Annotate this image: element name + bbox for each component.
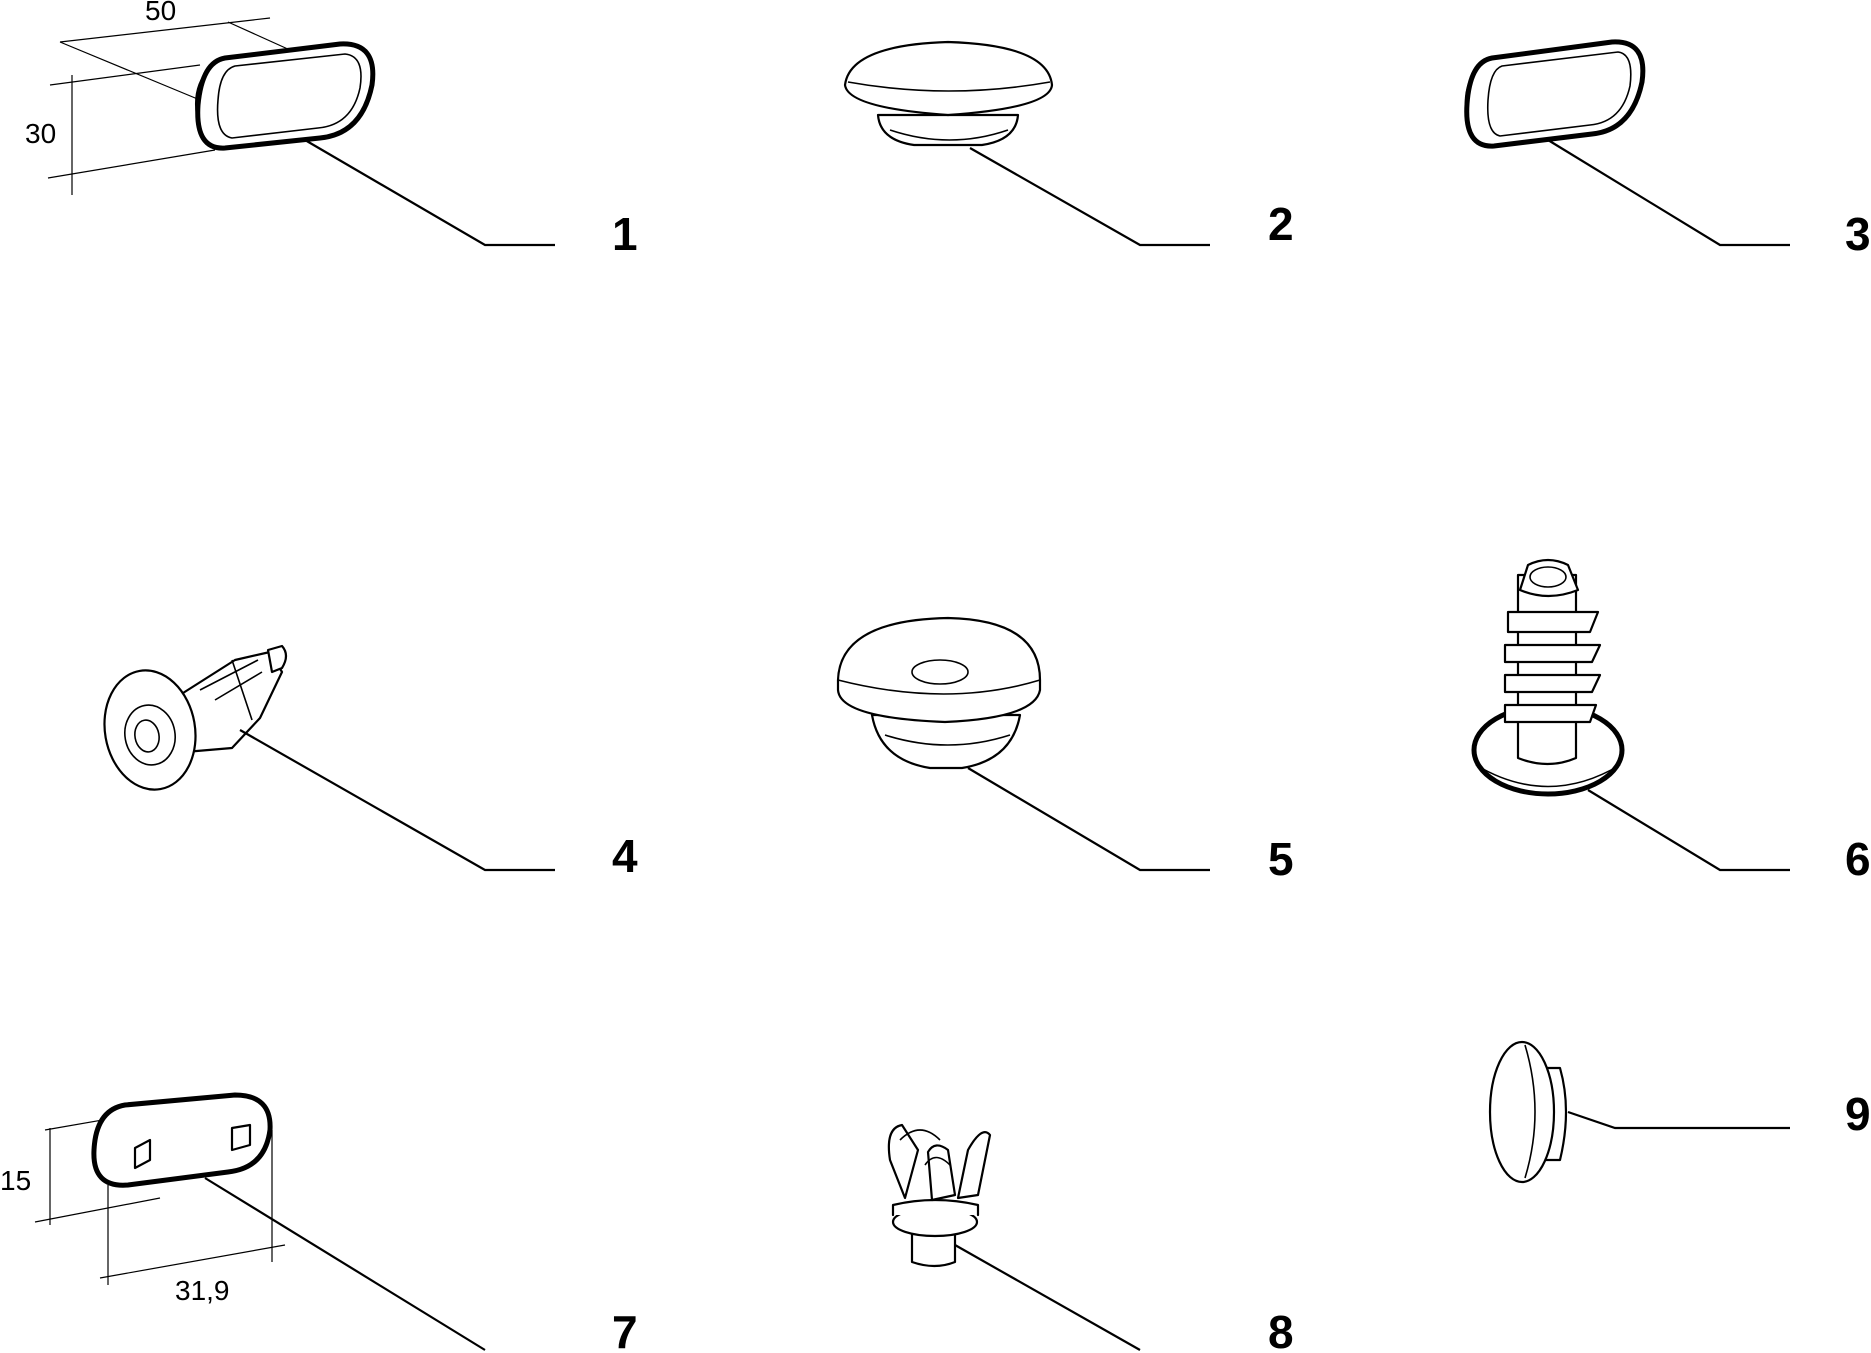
callout-3: 3 — [1845, 208, 1871, 260]
part-6-fir-tree-clip: 6 — [1471, 558, 1871, 885]
part-3-oval-plug: 3 — [1464, 39, 1871, 260]
part-8-plastic-clip: 8 — [887, 1123, 1294, 1353]
callout-4: 4 — [612, 830, 638, 882]
part-2-dome-plug: 2 — [843, 40, 1294, 250]
part-4-push-rivet: 4 — [103, 644, 638, 882]
callout-6: 6 — [1845, 833, 1871, 885]
callout-2: 2 — [1268, 198, 1294, 250]
callout-8: 8 — [1268, 1306, 1294, 1353]
part-1-height-dimension: 30 — [25, 118, 56, 149]
part-1-dimension-lines — [47, 17, 291, 195]
callout-1: 1 — [612, 208, 638, 260]
part-9-cap-plug: 9 — [1488, 1040, 1871, 1184]
part-7-height-dimension: 15 — [0, 1165, 31, 1196]
callout-7: 7 — [612, 1306, 638, 1353]
callout-5: 5 — [1268, 833, 1294, 885]
part-5-grommet: 5 — [836, 616, 1294, 885]
part-7-width-dimension: 31,9 — [175, 1275, 230, 1306]
part-1-width-dimension: 50 — [145, 0, 176, 26]
callout-9: 9 — [1845, 1088, 1871, 1140]
part-7-oval-plug: 15 31,9 7 — [0, 1092, 638, 1353]
part-1-oval-plug: 50 30 1 — [25, 0, 638, 260]
